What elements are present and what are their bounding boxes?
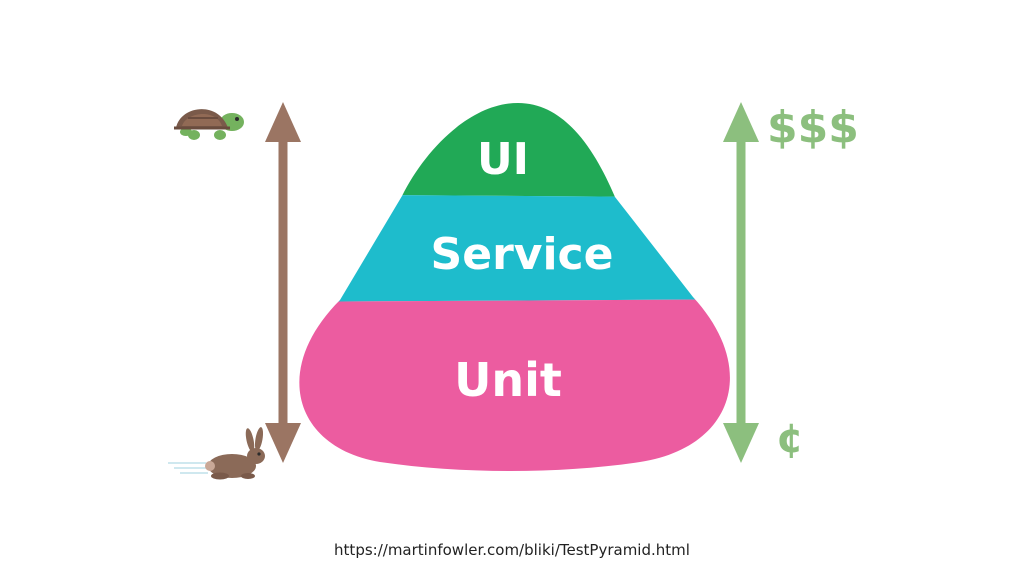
cost-arrow (723, 102, 759, 463)
speed-arrow (265, 102, 301, 463)
turtle-icon (174, 109, 244, 140)
pyramid-layer-unit (299, 299, 730, 471)
layer-label-service: Service (431, 229, 614, 280)
layer-label-ui: UI (477, 134, 529, 185)
source-url: https://martinfowler.com/bliki/TestPyram… (334, 541, 690, 559)
cost-label-high: $$$ (767, 102, 859, 153)
cost-label-low: ¢ (776, 416, 804, 462)
layer-label-unit: Unit (454, 353, 562, 407)
rabbit-icon (168, 427, 265, 480)
